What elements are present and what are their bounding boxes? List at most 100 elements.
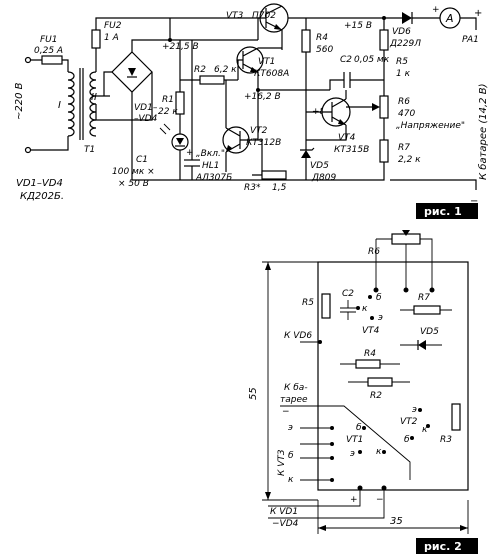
board-r7-label: R7 [418, 293, 430, 303]
c2-ref: C2 [340, 55, 352, 65]
t1-ref: T1 [84, 145, 95, 155]
fig1-label: рис. 1 [424, 205, 462, 218]
r4-resistor [301, 29, 311, 53]
bridge-ref-a: VD1– [134, 103, 158, 113]
vd6-diode [402, 12, 413, 24]
board-vt1-label: VT1 [346, 435, 363, 445]
fu1-fuse [41, 55, 63, 65]
vd6-ref: VD6 [392, 27, 411, 37]
figure-2-board: 55 35 R6 R5 C2 б к э VT4 R7 V [248, 230, 478, 554]
board-vt3-e: э [288, 423, 293, 433]
bridge-note-b: КД202Б. [20, 191, 64, 202]
vt4-transistor [321, 97, 351, 127]
vt4-type: КТ315В [334, 145, 369, 155]
r6-value: 470 [398, 109, 415, 119]
r6-ref: R6 [398, 97, 410, 107]
vt1-ref: VT1 [258, 57, 275, 67]
board-r2-label: R2 [370, 391, 382, 401]
hl1-name: „Вкл." [196, 149, 225, 159]
r2-ref: R2 [194, 65, 206, 75]
battery-minus: − [470, 196, 478, 207]
mains-terminal-bottom [24, 146, 32, 154]
r5-value: 1 к [396, 69, 411, 79]
winding-2-label: II [91, 92, 97, 103]
r1-ref: R1 [162, 95, 174, 105]
board-r4-label: R4 [364, 349, 376, 359]
r2-resistor [199, 75, 225, 85]
c1-plus: + [186, 148, 194, 158]
dim-height: 55 [248, 387, 259, 400]
board-r2 [367, 377, 393, 387]
board-to-battery-a: К ба- [284, 383, 308, 393]
board-to-vt3: К VT3 [277, 449, 287, 476]
fu2-value: 1 А [104, 33, 119, 43]
vt1-type: КТ608А [254, 69, 289, 79]
r7-resistor [379, 139, 389, 163]
board-r7 [413, 305, 441, 315]
bridge-ref-b: –VD4 [134, 114, 158, 124]
r7-ref: R7 [398, 143, 410, 153]
board-vt4-label: VT4 [362, 326, 380, 336]
board-r6-label: R6 [368, 247, 380, 257]
board-vt2-label: VT2 [400, 417, 418, 427]
mains-terminal-top [24, 56, 32, 64]
r6-name: „Напряжение" [396, 121, 465, 131]
fig2-label: рис. 2 [424, 540, 462, 553]
dim-width: 35 [390, 516, 403, 527]
board-r5-label: R5 [302, 298, 314, 308]
vt1-transistor [236, 46, 264, 74]
vd5-ref: VD5 [310, 161, 329, 171]
board-vt4-k: к [362, 304, 368, 314]
fu2-fuse [91, 29, 101, 49]
board-vd1-plus: + [350, 495, 358, 505]
fu1-ref: FU1 [40, 35, 58, 45]
c1-ref: C1 [136, 155, 148, 165]
board-vt1-k: к [376, 447, 382, 457]
board-vt2-b: б [404, 435, 410, 445]
pa1-plus: + [432, 5, 440, 15]
vd5-type: Д809 [311, 173, 336, 183]
board-to-vd4: −VD4 [272, 519, 299, 529]
battery-label: К батарее (14,2 В) [477, 84, 489, 180]
r1-value: 22 к [158, 107, 178, 117]
board-to-vd1: К VD1 [270, 507, 298, 517]
bridge-note-a: VD1–VD4 [16, 178, 63, 189]
battery-plus: + [474, 8, 482, 19]
vt3-ref: VT3 [226, 11, 244, 21]
mains-voltage-label: ~220 В [14, 82, 25, 120]
r4-value: 560 [316, 45, 333, 55]
board-r5 [321, 293, 331, 319]
board-vt4-b: б [376, 293, 382, 303]
vd5-zener [300, 147, 315, 158]
board-to-vd6: К VD6 [284, 331, 312, 341]
r3-value: 1,5 [272, 183, 287, 193]
board-vt4-e: э [378, 313, 383, 323]
vt4-ref: VT4 [338, 133, 356, 143]
r7-value: 2,2 к [398, 155, 421, 165]
board-battery-minus: − [282, 407, 290, 417]
board-vt2-e: э [412, 405, 417, 415]
transformer-t1 [67, 68, 97, 140]
board-vt3-k: к [288, 475, 294, 485]
board-vd1-minus: − [376, 495, 384, 505]
r3-ref: R3* [244, 183, 261, 193]
r2-value: 6,2 к [214, 65, 237, 75]
v-15-label: +15 В [344, 21, 372, 31]
r5-resistor [379, 29, 389, 51]
hl1-led [159, 123, 189, 151]
board-c2-label: C2 [342, 289, 354, 299]
hl1-type: АЛ307Б [195, 173, 232, 183]
board-vt2-k: к [422, 425, 428, 435]
board-r4 [355, 359, 381, 369]
pcb-outline [317, 261, 469, 491]
vt2-type: КТ312В [246, 138, 281, 148]
board-r3 [451, 403, 461, 431]
pa1-symbol: A [445, 12, 454, 25]
fig2-label-badge [416, 538, 478, 554]
c2-value: 0,05 мк [354, 55, 390, 65]
r4-ref: R4 [316, 33, 328, 43]
figure-1-schematic: ~220 В FU1 0,25 А I II T1 FU2 1 А [14, 3, 489, 219]
vd6-type: Д229Л [389, 39, 421, 49]
board-vt3-b: б [288, 451, 294, 461]
winding-1-label: I [58, 100, 61, 111]
